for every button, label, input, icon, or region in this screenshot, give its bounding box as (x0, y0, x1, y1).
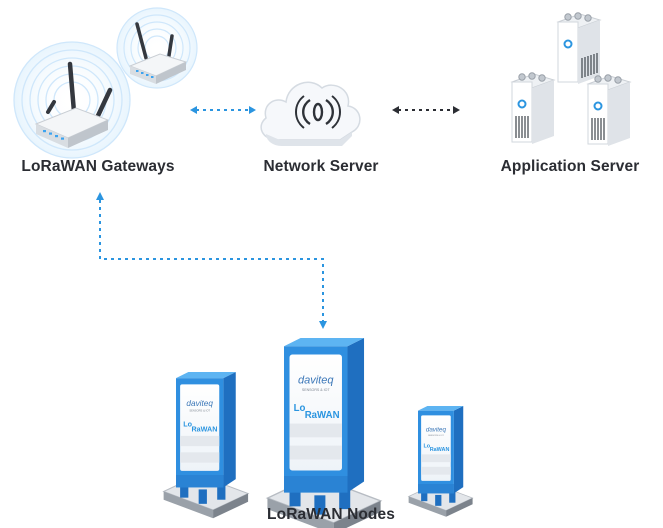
sensor-node-icon-center: daviteq SENSORS & IOT Lo RaWAN (266, 337, 382, 528)
node-brand: daviteq (186, 399, 213, 408)
node-lora-prefix: Lo (294, 403, 306, 414)
gateway-router-icon-small (128, 22, 188, 84)
link-network-server-application-server (392, 106, 460, 114)
link-gateways-nodes (96, 192, 327, 329)
node-brand-tagline: SENSORS & IOT (189, 409, 210, 413)
wireless-signal-icon (295, 95, 341, 129)
cloud-icon (260, 81, 361, 146)
gateway-router-icon-large (34, 61, 113, 148)
label-network-server: Network Server (263, 158, 379, 175)
label-application-server: Application Server (500, 158, 640, 175)
node-lora-prefix: Lo (423, 443, 430, 449)
sensor-node-icon-right: daviteq SENSORS & IOT Lo RaWAN (408, 405, 473, 518)
server-rack-icon-right (586, 74, 632, 146)
link-gateways-network-server (190, 106, 256, 114)
node-brand: daviteq (298, 375, 334, 387)
server-rack-icon-left (510, 72, 556, 144)
arrow-down-icon (319, 321, 327, 329)
label-nodes: LoRaWAN Nodes (267, 506, 395, 523)
node-lora-suffix: RaWAN (430, 447, 450, 453)
arrow-left-icon (190, 106, 197, 114)
node-brand-tagline: SENSORS & IOT (428, 435, 444, 437)
sensor-node-icon-left: daviteq SENSORS & IOT Lo RaWAN (163, 371, 249, 519)
node-brand: daviteq (426, 427, 447, 434)
arrow-right-icon (249, 106, 256, 114)
arrow-left-icon (392, 106, 399, 114)
label-gateways: LoRaWAN Gateways (21, 158, 175, 175)
node-lora-prefix: Lo (183, 420, 192, 429)
node-brand-tagline: SENSORS & IOT (302, 388, 331, 392)
arrow-up-icon (96, 192, 104, 200)
node-lora-suffix: RaWAN (191, 425, 217, 434)
arrow-right-icon (453, 106, 460, 114)
node-lora-suffix: RaWAN (305, 410, 340, 421)
server-rack-icon-top (556, 12, 602, 84)
